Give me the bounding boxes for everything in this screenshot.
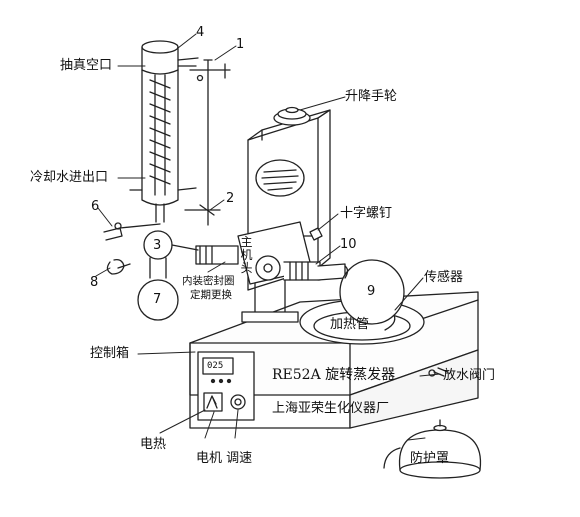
model-label: RE52A 旋转蒸发器 [272, 367, 396, 383]
callout-6: 6 [91, 199, 100, 214]
main-head-char: 机 [240, 248, 253, 262]
maker-label: 上海亚荣生化仪器厂 [272, 401, 390, 416]
shield-label: 防护罩 [410, 451, 450, 466]
main-head-char: 主 [240, 235, 253, 249]
callout-10: 10 [340, 237, 357, 252]
main-head-char: 头 [240, 261, 253, 275]
lift-wheel-label: 升降手轮 [345, 89, 398, 104]
condenser [129, 40, 231, 226]
display-readout: 025 [207, 361, 224, 371]
motor-column [241, 106, 331, 323]
sensor-label: 传感器 [424, 270, 464, 285]
vacuum-port-label: 抽真空口 [60, 58, 113, 73]
receiving-assembly [103, 222, 199, 321]
callout-1: 1 [236, 37, 245, 52]
callout-7: 7 [153, 292, 162, 307]
seal-note-line2: 定期更换 [190, 289, 232, 301]
control-box-label: 控制箱 [90, 346, 130, 361]
callout-3: 3 [153, 238, 162, 253]
display-window [202, 357, 234, 375]
cross-screw-label: 十字螺钉 [340, 206, 393, 221]
heating-bath-label: 加热管 [330, 317, 370, 332]
motor-speed-label: 电机 调速 [196, 451, 253, 466]
drain-valve-label: 放水阀门 [443, 368, 496, 383]
callout-8: 8 [90, 275, 99, 290]
callout-2: 2 [226, 191, 235, 206]
rotating-head [195, 221, 321, 285]
seal-note-line1: 内装密封圈 [182, 275, 235, 287]
leader-lines [95, 33, 441, 441]
heating-switch [203, 392, 223, 412]
speed-knob [230, 394, 246, 410]
callout-4: 4 [196, 25, 205, 40]
heating-label: 电热 [140, 437, 167, 452]
evaporating-flask [317, 259, 405, 325]
cooling-water-label: 冷却水进出口 [30, 170, 109, 185]
main-head-label: 主 机 头 [240, 236, 253, 275]
protective-shield [383, 419, 482, 479]
callout-9: 9 [367, 284, 376, 299]
